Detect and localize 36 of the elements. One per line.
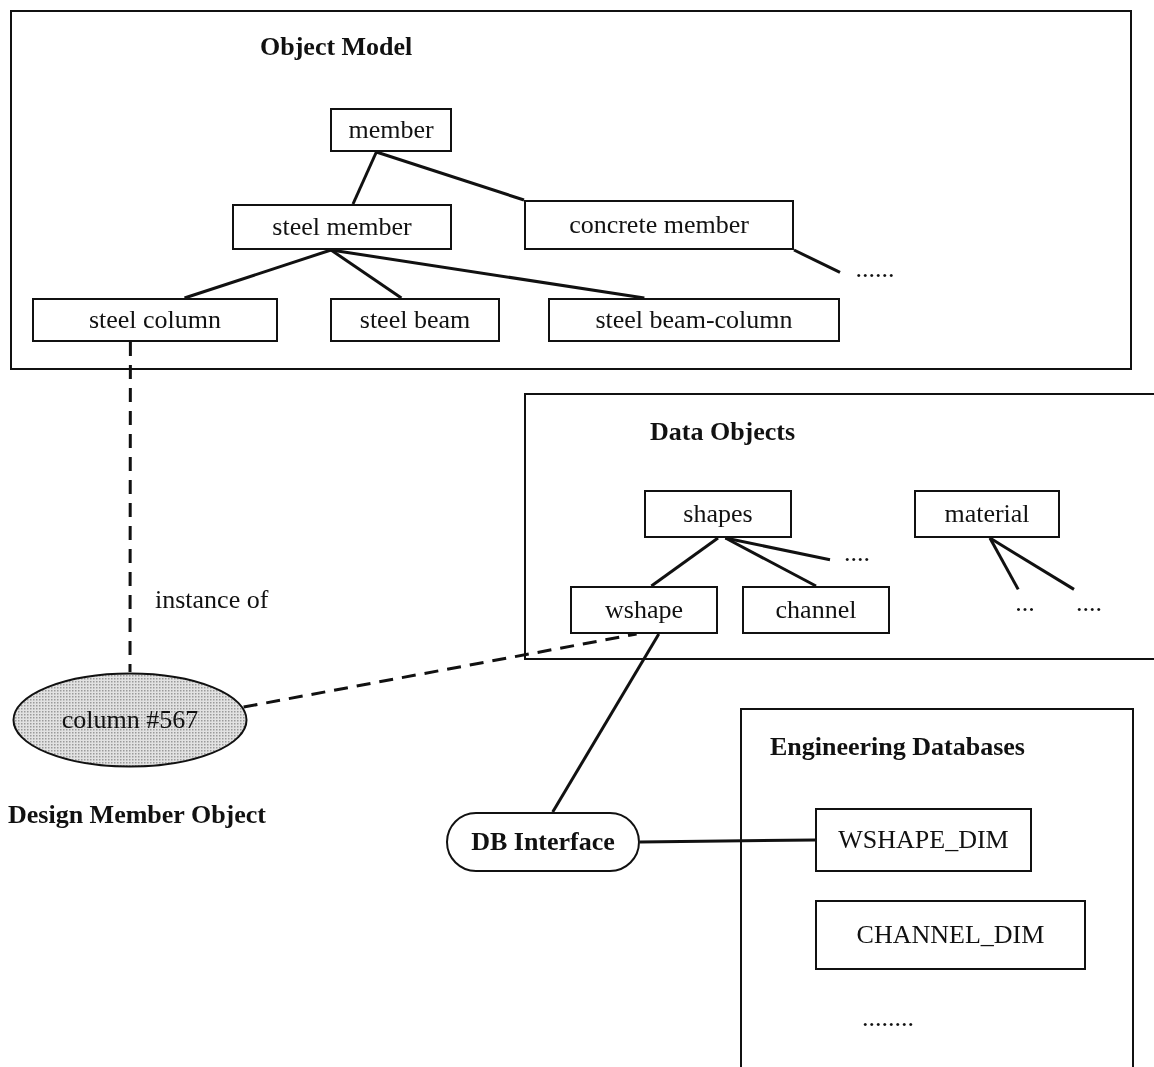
class-box: steel member bbox=[232, 204, 452, 250]
class-box: channel bbox=[742, 586, 890, 634]
ellipsis-text: .... bbox=[1064, 586, 1114, 620]
panel-title: Engineering Databases bbox=[770, 732, 1025, 762]
connector-line bbox=[650, 536, 719, 588]
connector-line bbox=[184, 248, 332, 300]
class-box: steel beam bbox=[330, 298, 500, 342]
connector-line bbox=[989, 536, 1075, 591]
class-box: wshape bbox=[570, 586, 718, 634]
class-box: member bbox=[330, 108, 452, 152]
connector-line bbox=[640, 838, 815, 844]
ellipsis-text: .... bbox=[830, 536, 884, 570]
connector-line bbox=[351, 151, 378, 205]
class-box: material bbox=[914, 490, 1060, 538]
class-box: steel column bbox=[32, 298, 278, 342]
class-box: shapes bbox=[644, 490, 792, 538]
panel bbox=[10, 10, 1132, 370]
class-box: WSHAPE_DIM bbox=[815, 808, 1032, 872]
node-text: column #567 bbox=[61, 705, 199, 735]
connector-line bbox=[793, 248, 841, 274]
class-box: concrete member bbox=[524, 200, 794, 250]
connector-line bbox=[725, 536, 831, 562]
interface-box: DB Interface bbox=[446, 812, 640, 872]
panel-title: Data Objects bbox=[650, 417, 796, 447]
panel bbox=[524, 393, 1154, 660]
ellipsis-text: ...... bbox=[840, 252, 910, 286]
connector-line bbox=[988, 537, 1020, 591]
panel-title: Object Model bbox=[260, 32, 413, 62]
dashed-connector bbox=[243, 632, 637, 709]
ellipsis-text: ... bbox=[1008, 586, 1042, 620]
class-box: CHANNEL_DIM bbox=[815, 900, 1086, 970]
panel bbox=[740, 708, 1134, 1067]
connector-line bbox=[551, 633, 661, 813]
connector-line bbox=[375, 150, 525, 202]
dashed-connector bbox=[128, 342, 132, 672]
class-box: steel beam-column bbox=[548, 298, 840, 342]
